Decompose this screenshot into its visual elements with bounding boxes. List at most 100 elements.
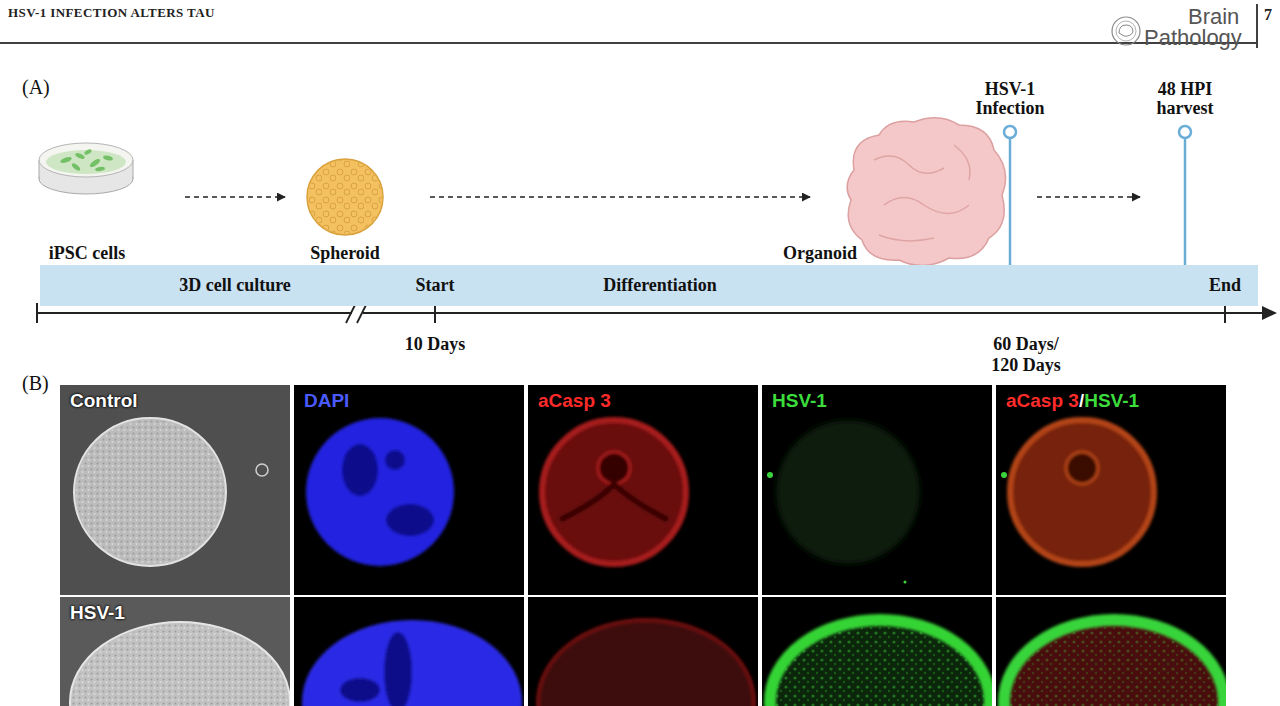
hsv1-dot [904,581,907,584]
spheroid-cells [308,160,382,234]
channel-label: HSV-1 [70,602,125,624]
organoid-texture [72,624,288,706]
image-panel: HSV-1 [762,385,992,595]
journal-logo: Pathology [1144,25,1242,50]
axis-label: 60 Days/ 120 Days [980,334,1072,375]
debris [256,464,268,476]
axis-tick [1224,303,1226,323]
nuclei-gap [384,632,412,706]
panel-ground [762,385,992,595]
cell [95,166,106,172]
timeline-band: 3D cell cultureStartDifferentiationEnd [40,265,1258,306]
node-text: 3D cell culture [179,275,291,296]
merge-interior [1006,622,1222,706]
seal-ring-inner [1116,21,1136,41]
red-stain [542,420,686,564]
panel-letter: (A) [22,76,50,99]
seal-ring [1112,17,1140,45]
spheroid-ball [307,159,383,235]
merge-stain [1010,420,1154,564]
axis-line [36,312,1264,314]
casp3-control [528,385,758,595]
channel-label: aCasp 3 [1006,390,1079,412]
running-head: HSV-1 INFECTION ALTERS TAU [8,6,215,21]
merge-control [996,385,1226,595]
node-text: 48 HPI harvest [1140,80,1230,118]
illustration-node: Spheroid [295,150,395,266]
panel-ground [996,385,1226,595]
time-axis [36,303,1277,323]
casp3-core [598,452,630,484]
node-text: Spheroid [310,243,380,264]
hsv1-dot [1001,472,1007,478]
organoid-body [847,118,1005,266]
nuclei [302,620,522,706]
page-number: 7 [1264,6,1272,24]
merge-ring [1004,620,1224,706]
header-rule [0,42,1256,44]
timepoint-pin: 48 HPI harvest [1140,80,1232,262]
pin-head [1004,126,1016,138]
organoid-fold [879,235,934,241]
dish-rim [39,143,133,177]
dashed-arrow [185,196,285,198]
hsv1-control [762,385,992,595]
node-text: Organoid [783,243,857,264]
petri-dish [39,143,133,194]
cell [84,148,93,155]
illustration-node: iPSC cells [30,135,145,266]
hsv1-faint [776,420,920,564]
cell [71,162,81,172]
axis-break [357,303,367,323]
blue-stain [306,418,454,566]
node-text: iPSC cells [49,243,126,264]
journal-seal [1112,17,1140,45]
panel-ground [294,385,524,595]
nuclei-gap [340,678,380,702]
organoid-fold [884,198,969,214]
nuclei-gap [386,504,434,536]
channel-label: HSV-1 [1084,390,1139,412]
brightfield-hsv1 [60,597,290,706]
channel-label: DAPI [304,390,349,412]
image-panel: Control [60,385,290,595]
organoid-fold [954,145,970,180]
node-text: Differentiation [603,275,717,296]
blue-stain [302,620,522,706]
spheroid-body [307,159,383,235]
axis-tick [36,303,38,323]
pin-head [1179,126,1191,138]
dapi-control [294,385,524,595]
timepoint-pin: HSV-1 Infection [958,80,1064,262]
pin-stem [1184,138,1187,265]
panel-ground [528,385,758,595]
channel-label: aCasp 3 [538,390,611,412]
dashed-arrow [1037,196,1140,198]
seal-brain [1119,25,1133,36]
dapi-hsv1 [294,597,524,706]
nuclei [306,418,454,566]
merge-hsv1 [996,597,1226,706]
nuclei-gap [385,450,405,470]
brightfield-control [60,385,290,595]
node-text: End [1209,275,1241,296]
dashed-arrow [430,196,810,198]
cell [103,155,114,162]
casp3-fold [560,484,668,520]
header-divider [1256,4,1258,48]
hsv1-infected [762,597,992,706]
image-panel: HSV-1 [60,597,290,706]
infection-pin [1004,126,1016,265]
image-panel: aCasp 3/HSV-1 [996,385,1226,595]
illustration-node: Organoid [775,115,955,266]
label-row: aCasp 3/HSV-1 [1006,390,1139,412]
casp3-hsv1 [528,597,758,706]
organoid-blob [847,118,1005,266]
organoid-fold [874,156,944,173]
cell [89,158,102,169]
casp3-signal [538,620,754,706]
axis-tick [434,303,436,323]
organoid-texture [76,420,224,564]
